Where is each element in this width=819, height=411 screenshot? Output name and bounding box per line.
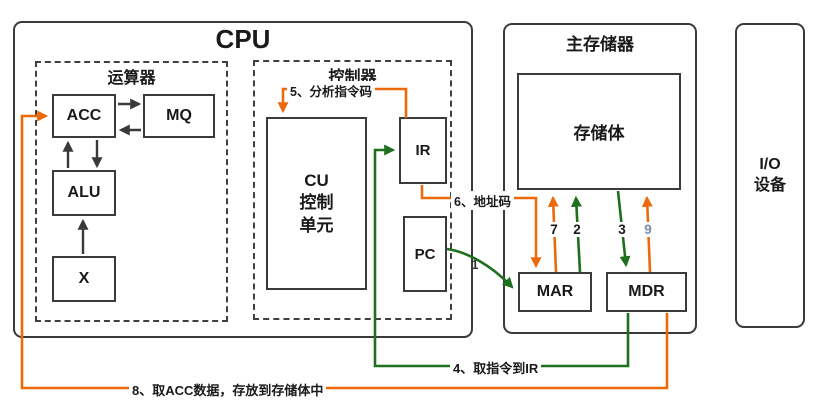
cu-label-line3: 单元 [299,215,334,235]
step5-label: 5、分析指令码 [287,81,375,100]
acc-register: ACC [52,94,116,138]
x-register: X [52,256,116,302]
cpu-title: CPU [215,24,271,54]
main-memory-title: 主存储器 [566,35,634,54]
ir-register: IR [399,117,447,184]
io-device-label-line2: 设备 [753,176,786,194]
mq-label: MQ [166,107,192,124]
x-label: X [78,270,90,287]
alu-block: ALU [52,170,116,216]
operator-unit-title: 运算器 [107,70,156,87]
step6-label: 6、地址码 [451,191,514,210]
io-device-box: I/O 设备 [735,23,805,328]
acc-label: ACC [66,107,102,124]
cu-label-line1: CU [304,171,329,191]
step3-number: 3 [615,222,629,237]
step1-number: 1 [471,258,479,272]
ir-label: IR [415,142,431,159]
step7-number: 7 [547,222,561,237]
mar-label: MAR [536,283,574,300]
alu-label: ALU [67,184,101,201]
cu-label-line2: 控制 [299,193,334,213]
storage-body-block: 存储体 [517,73,681,190]
storage-body-label: 存储体 [573,124,625,143]
mdr-label: MDR [628,283,665,300]
step9-number: 9 [641,222,655,237]
io-device-label-line1: I/O [759,155,781,173]
step4-label: 4、取指令到IR [450,358,542,377]
mq-register: MQ [143,94,215,138]
step8-label: 8、取ACC数据，存放到存储体中 [129,380,327,399]
pc-label: PC [414,245,436,263]
mdr-register: MDR [606,272,687,312]
step2-number: 2 [570,222,584,237]
pc-register: PC [403,216,447,292]
cu-block: CU 控制 单元 [266,117,367,290]
mar-register: MAR [518,272,592,312]
